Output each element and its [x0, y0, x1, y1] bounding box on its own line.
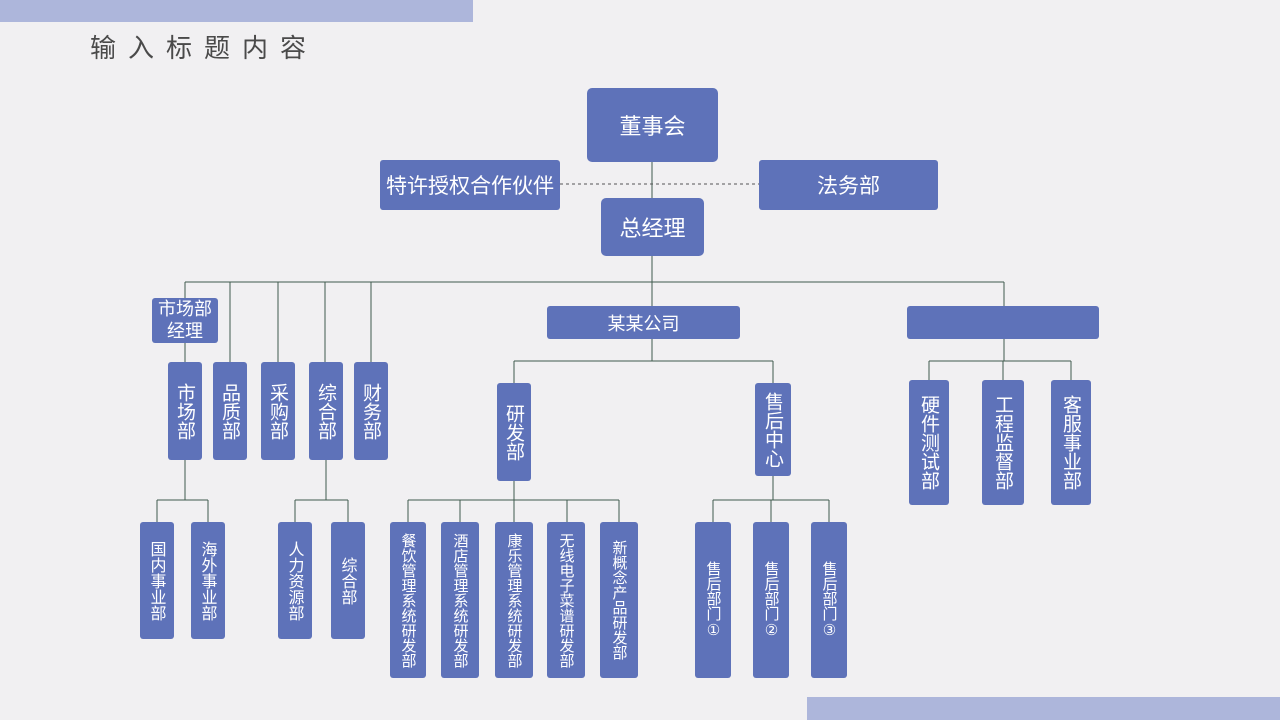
node-label: 董事会 [619, 115, 686, 140]
node-aftersales-2[interactable]: 售后部门② [753, 522, 789, 678]
node-franchise[interactable]: 特许授权合作伙伴 [380, 160, 560, 210]
node-finance[interactable]: 财务部 [354, 362, 388, 460]
node-label: 康乐管理系统研发部 [505, 532, 524, 668]
node-concept-rd[interactable]: 新概念产品研发部 [600, 522, 638, 678]
node-label: 硬件测试部 [918, 395, 940, 490]
node-rd[interactable]: 研发部 [497, 383, 531, 481]
node-hw-test[interactable]: 硬件测试部 [909, 380, 949, 505]
node-label: 综合部 [338, 556, 358, 605]
node-overseas[interactable]: 海外事业部 [191, 522, 225, 639]
node-aftersales-3[interactable]: 售后部门③ [811, 522, 847, 678]
node-service[interactable]: 客服事业部 [1051, 380, 1091, 505]
node-label: 工程监督部 [992, 395, 1014, 490]
node-label: 酒店管理系统研发部 [451, 532, 470, 668]
node-label: 品质部 [219, 382, 241, 440]
node-label: 法务部 [817, 174, 880, 198]
node-label: 特许授权合作伙伴 [386, 174, 554, 198]
node-label: 售后部门② [762, 561, 781, 639]
node-aftersales-1[interactable]: 售后部门① [695, 522, 731, 678]
node-label: 总经理 [619, 217, 686, 242]
node-quality[interactable]: 品质部 [213, 362, 247, 460]
bottom-accent-bar [807, 697, 1280, 720]
node-blank-unit[interactable] [907, 306, 1099, 339]
page-title: 输入标题内容 [90, 34, 319, 64]
node-hr[interactable]: 人力资源部 [278, 522, 312, 639]
node-health-rd[interactable]: 康乐管理系统研发部 [495, 522, 533, 678]
node-market[interactable]: 市场部 [168, 362, 202, 460]
node-gm[interactable]: 总经理 [601, 198, 704, 256]
node-purchase[interactable]: 采购部 [261, 362, 295, 460]
node-label: 人力资源部 [285, 540, 305, 621]
node-general2[interactable]: 综合部 [331, 522, 365, 639]
node-label: 市场部经理 [158, 298, 212, 342]
node-hotel-rd[interactable]: 酒店管理系统研发部 [441, 522, 479, 678]
node-aftersales[interactable]: 售后中心 [755, 383, 791, 476]
node-wireless-rd[interactable]: 无线电子菜谱研发部 [547, 522, 585, 678]
node-label: 海外事业部 [198, 540, 218, 621]
node-market-manager[interactable]: 市场部经理 [152, 298, 218, 343]
node-label: 综合部 [315, 382, 337, 440]
node-label: 无线电子菜谱研发部 [557, 532, 576, 668]
node-label: 新概念产品研发部 [610, 540, 629, 660]
node-label: 售后部门① [704, 561, 723, 639]
node-label: 客服事业部 [1060, 395, 1082, 490]
node-label: 财务部 [360, 382, 382, 440]
node-catering-rd[interactable]: 餐饮管理系统研发部 [390, 522, 426, 678]
node-label: 餐饮管理系统研发部 [399, 532, 418, 668]
node-general[interactable]: 综合部 [309, 362, 343, 460]
node-label: 售后中心 [762, 391, 784, 468]
node-legal[interactable]: 法务部 [759, 160, 938, 210]
node-board[interactable]: 董事会 [587, 88, 718, 162]
top-accent-bar [0, 0, 473, 22]
node-label: 市场部 [174, 382, 196, 440]
node-label: 研发部 [503, 403, 525, 461]
node-label: 国内事业部 [147, 540, 167, 621]
node-label: 某某公司 [607, 313, 680, 335]
node-company[interactable]: 某某公司 [547, 306, 740, 339]
node-label: 采购部 [267, 382, 289, 440]
node-label: 售后部门③ [820, 561, 839, 639]
node-domestic[interactable]: 国内事业部 [140, 522, 174, 639]
node-engineering[interactable]: 工程监督部 [982, 380, 1024, 505]
